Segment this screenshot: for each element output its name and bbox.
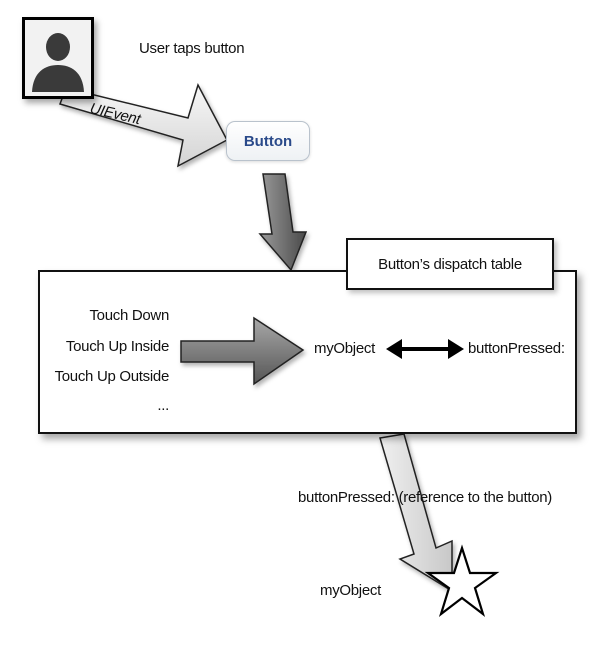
- user-avatar: [22, 17, 94, 99]
- dispatch-action: buttonPressed:: [468, 340, 565, 357]
- button[interactable]: Button: [226, 121, 310, 161]
- star-icon: [424, 544, 500, 617]
- message-arrow: [379, 433, 453, 593]
- dispatch-target: myObject: [314, 340, 375, 357]
- event-touch-down: Touch Down: [89, 307, 169, 324]
- event-ellipsis: ...: [157, 397, 169, 414]
- receiver-label: myObject: [320, 582, 381, 599]
- button-to-table-arrow: [258, 173, 308, 272]
- dispatch-table: [38, 270, 577, 434]
- message-label: buttonPressed: (reference to the button): [298, 489, 552, 506]
- dispatch-table-title: Button’s dispatch table: [378, 255, 522, 273]
- user-silhouette-icon: [25, 20, 91, 96]
- caption: User taps button: [139, 40, 245, 57]
- event-touch-up-outside: Touch Up Outside: [54, 368, 170, 385]
- events-to-target-arrow: [180, 316, 305, 386]
- event-touch-up-inside: Touch Up Inside: [65, 338, 169, 355]
- dispatch-table-title-box: Button’s dispatch table: [346, 238, 554, 290]
- double-arrow: [386, 339, 464, 359]
